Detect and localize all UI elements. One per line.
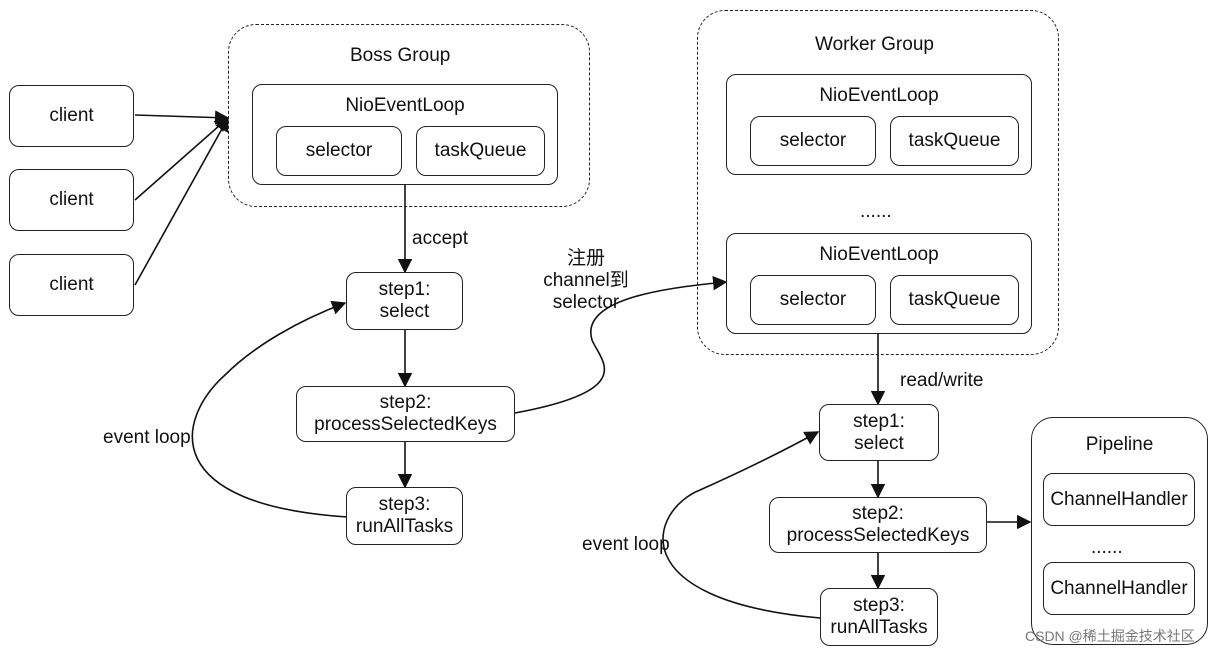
register-label: 注册 channel到 selector	[536, 248, 636, 314]
accept-label: accept	[412, 228, 468, 249]
worker-group	[697, 10, 1059, 355]
boss-event-loop-label: event loop	[103, 427, 191, 448]
worker-taskqueue-box: taskQueue	[890, 116, 1019, 166]
boss-step3-box: step3: runAllTasks	[346, 487, 463, 545]
channel-handler-label: ChannelHandler	[1050, 577, 1188, 599]
client-label: client	[49, 274, 94, 295]
worker-group-title: Worker Group	[815, 34, 934, 55]
worker-step2-box: step2: processSelectedKeys	[769, 497, 987, 553]
worker-selector-box: selector	[750, 275, 876, 325]
client-label: client	[49, 189, 94, 210]
nioeventloop-title: NioEventLoop	[345, 95, 465, 116]
register-line: channel到	[543, 270, 629, 291]
client-label: client	[49, 105, 94, 126]
register-curve	[514, 276, 728, 414]
worker-step1-box: step1: select	[819, 404, 939, 461]
boss-selector-box: selector	[276, 126, 402, 176]
boss-group	[228, 24, 590, 207]
taskqueue-label: taskQueue	[908, 130, 1001, 151]
taskqueue-label: taskQueue	[434, 140, 527, 161]
client-box: client	[9, 85, 134, 147]
watermark: CSDN @稀土掘金技术社区	[1025, 628, 1195, 644]
worker-selector-box: selector	[750, 116, 876, 166]
step-action: select	[379, 301, 430, 322]
nioeventloop-title: NioEventLoop	[819, 244, 939, 265]
boss-step1-box: step1: select	[346, 272, 463, 330]
step-action: runAllTasks	[830, 617, 928, 638]
selector-label: selector	[305, 140, 373, 161]
step-label: step3:	[378, 494, 431, 515]
boss-taskqueue-box: taskQueue	[416, 126, 545, 176]
client-box: client	[9, 254, 134, 316]
register-line: selector	[552, 292, 620, 313]
client2-arrow	[134, 117, 230, 201]
step-label: step2:	[852, 503, 904, 524]
worker-step3-box: step3: runAllTasks	[820, 588, 938, 646]
step-action: processSelectedKeys	[786, 525, 970, 546]
nioeventloop-title: NioEventLoop	[819, 85, 939, 106]
channel-handler-label: ChannelHandler	[1050, 488, 1188, 510]
client1-arrow	[134, 110, 230, 125]
worker-ellipsis: ......	[860, 201, 892, 222]
taskqueue-label: taskQueue	[908, 289, 1001, 310]
step-label: step1:	[378, 279, 431, 300]
pipeline-ellipsis: ......	[1091, 537, 1123, 558]
client3-arrow	[134, 116, 229, 286]
channel-handler-box: ChannelHandler	[1043, 473, 1195, 526]
step-action: processSelectedKeys	[314, 414, 497, 435]
pipeline-title: Pipeline	[1085, 434, 1154, 455]
channel-handler-box: ChannelHandler	[1043, 562, 1195, 615]
boss-event-loop-curve	[191, 300, 349, 518]
worker-event-loop-label: event loop	[582, 534, 670, 555]
worker-event-loop-curve	[662, 431, 821, 619]
boss-step2-box: step2: processSelectedKeys	[296, 386, 515, 442]
step-action: runAllTasks	[355, 516, 454, 537]
step-label: step3:	[853, 595, 905, 616]
selector-label: selector	[779, 289, 847, 310]
boss-group-title: Boss Group	[350, 45, 451, 66]
read-write-label: read/write	[900, 370, 984, 391]
step-action: select	[854, 432, 904, 454]
step-label: step2:	[379, 392, 432, 413]
client-box: client	[9, 169, 134, 231]
register-line: 注册	[566, 248, 605, 269]
worker-taskqueue-box: taskQueue	[890, 275, 1019, 325]
step-label: step1:	[853, 410, 905, 432]
selector-label: selector	[779, 130, 847, 151]
